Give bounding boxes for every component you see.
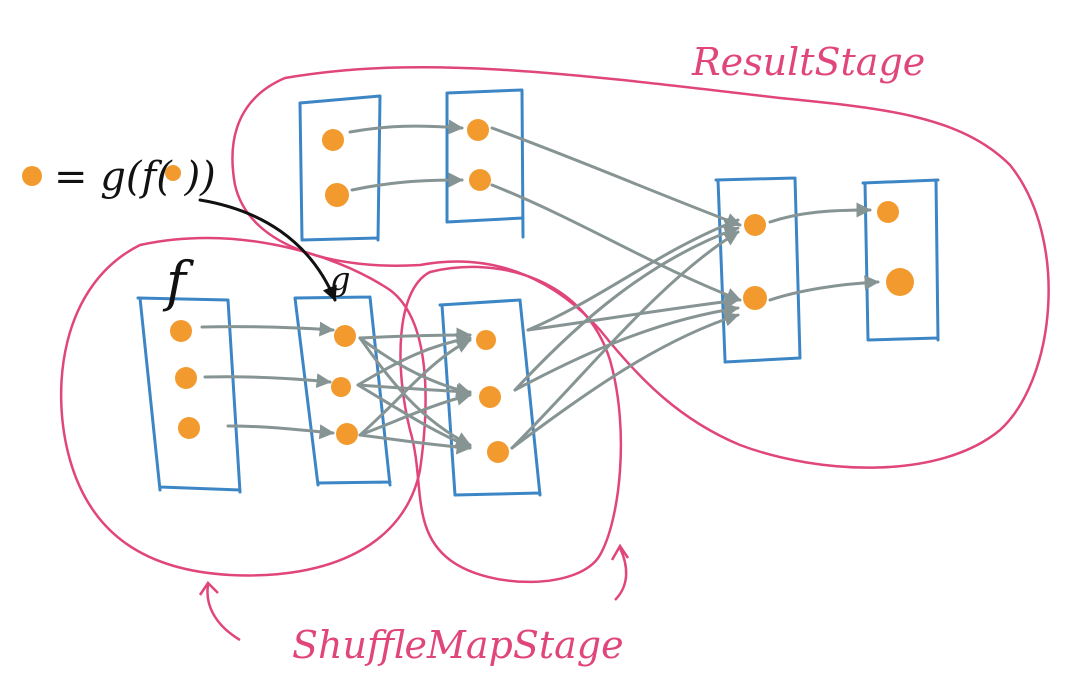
- partition-dot: [175, 367, 197, 389]
- rdd-map-a: [136, 296, 242, 494]
- shuffle-map-stage-outline-left: [59, 236, 427, 577]
- shuffle-map-stage-outline-right: [399, 265, 623, 584]
- formula-dot-icon: [22, 166, 42, 186]
- partition-dot: [178, 417, 200, 439]
- partition-dot: [743, 286, 767, 310]
- partition-dot: [744, 214, 766, 236]
- partition-dot: [469, 169, 491, 191]
- shuffle-map-stage-label: ShuffleMapStage: [292, 623, 624, 667]
- partition-dot: [487, 441, 509, 463]
- partition-dot: [336, 423, 358, 445]
- formula-text: = g(f( )): [54, 154, 216, 200]
- formula-inner-dot-icon: [165, 165, 181, 181]
- shuffle-pointer-right-icon: [610, 543, 630, 601]
- partition-dot: [467, 119, 489, 141]
- partition-dots: [170, 119, 914, 463]
- result-stage-outline: [231, 65, 1050, 469]
- result-stage-label: ResultStage: [691, 40, 925, 84]
- partition-dot: [476, 330, 496, 350]
- partition-dot: [479, 386, 501, 408]
- rdd-result-a: [298, 94, 382, 242]
- shuffle-pointer-left-icon: [198, 581, 241, 642]
- partition-dot: [877, 201, 899, 223]
- partition-dot: [886, 268, 914, 296]
- dependency-arrows: [200, 119, 880, 455]
- rdd-result-c: [714, 176, 802, 364]
- rdd-result-d: [861, 178, 940, 342]
- partition-dot: [334, 325, 356, 347]
- f-function-label: f: [162, 250, 194, 313]
- partition-dot: [331, 377, 351, 397]
- partition-dot: [170, 320, 192, 342]
- formula-pointer-arrow: [198, 198, 337, 302]
- partition-dot: [322, 129, 344, 151]
- rdd-result-b: [445, 88, 525, 239]
- partition-dot: [325, 183, 349, 207]
